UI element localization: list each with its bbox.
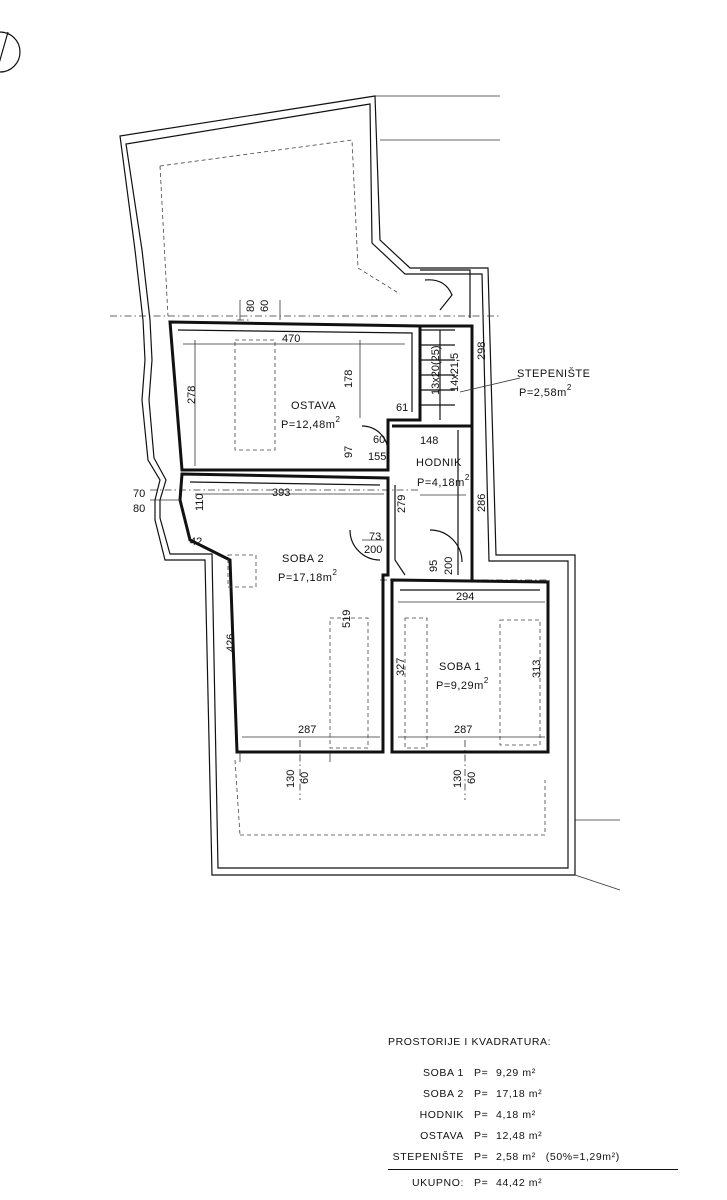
dim-label: 470 [282,333,300,345]
area-legend: PROSTORIJE I KVADRATURA: SOBA 1 P= 9,29 m²… [380,1036,680,1193]
doors [349,425,463,563]
dim-label: 95 [428,560,440,572]
legend-row: SOBA 2 P= 17,18 m² [380,1083,680,1104]
window-marks [150,300,331,762]
legend-row-p: P= [474,1066,489,1079]
room-name-stepeniste: STEPENIŠTE [517,367,590,380]
legend-row-note: (50%=1,29m²) [545,1150,620,1163]
legend-row-name: SOBA 1 [423,1066,464,1079]
dim-label: 278 [186,386,198,404]
legend-total-row: UKUPNO: P= 44,42 m² [380,1172,680,1193]
legend-row: HODNIK P= 4,18 m² [380,1104,680,1125]
dim-label: 393 [272,487,290,499]
interior-walls [168,320,550,754]
room-area-ostava: P=12,48m2 [281,415,340,431]
dim-label: 130 [285,770,297,788]
staircase [420,269,521,420]
dim-label: 200 [443,557,455,575]
room-area-soba2: P=17,18m2 [278,568,337,584]
legend-rows: SOBA 1 P= 9,29 m² SOBA 2 P= 17,18 m² HODNIK P= 4… [380,1062,680,1167]
legend-row-name: SOBA 2 [423,1087,464,1100]
outer-outline [119,95,621,891]
dim-label: 42 [190,536,202,548]
dim-label: 294 [456,591,474,603]
dim-label: 287 [298,724,316,736]
room-name-ostava: OSTAVA [291,400,336,412]
compass-symbol [0,31,21,73]
axis-lines [110,315,550,800]
door-ostava [361,425,389,453]
dim-label: 13x20(25) [430,345,442,395]
legend-total-name: UKUPNO: [411,1176,464,1189]
dim-label: 70 [133,488,145,500]
dim-label: 73 [369,531,381,543]
legend-row-p: P= [474,1150,489,1163]
room-name-soba2: SOBA 2 [282,553,324,565]
dim-label: 279 [396,495,408,513]
legend-row: STEPENIŠTE P= 2,58 m² (50%=1,29m²) [380,1146,680,1167]
dim-label: 287 [454,724,472,736]
legend-row: SOBA 1 P= 9,29 m² [380,1062,680,1083]
legend-row-value: 12,48 m² [496,1129,543,1142]
legend-row-p: P= [474,1108,489,1121]
legend-row-value: 2,58 m² [496,1150,536,1163]
dim-label: 80 [245,300,257,312]
legend-row-value: 17,18 m² [496,1087,543,1100]
dim-label: 60 [373,434,385,446]
dim-label: 155 [368,451,386,463]
legend-total-p: P= [474,1176,489,1189]
dim-label: 14x21,5 [449,353,461,392]
dim-label: 60 [299,772,311,784]
door-soba1 [429,529,463,563]
floor-plan: OSTAVA P=12,48m2 STEPENIŠTE P=2,58m2 HOD… [0,31,621,891]
legend-total-value: 44,42 m² [496,1176,543,1189]
dim-label: 426 [225,634,237,652]
dim-label: 200 [364,544,382,556]
legend-row-name: OSTAVA [420,1129,464,1142]
dim-label: 61 [396,402,408,414]
legend-row-value: 9,29 m² [496,1066,536,1079]
dim-label: 148 [420,435,438,447]
legend-row-p: P= [474,1087,489,1100]
room-name-soba1: SOBA 1 [439,661,481,673]
dimension-lines [183,340,545,738]
dim-label: 110 [194,493,206,511]
legend-row-name: HODNIK [419,1108,464,1121]
dim-label: 130 [452,770,464,788]
legend-row-value: 4,18 m² [496,1108,536,1121]
legend-row-name: STEPENIŠTE [392,1150,464,1163]
legend-title: PROSTORIJE I KVADRATURA: [388,1036,552,1048]
dim-label: 327 [395,658,407,676]
dim-label: 60 [466,772,478,784]
legend-row: OSTAVA P= 12,48 m² [380,1125,680,1146]
room-name-hodnik: HODNIK [416,457,462,469]
door-soba2 [349,529,381,561]
legend-separator [388,1169,678,1170]
room-area-soba1: P=9,29m2 [436,676,489,692]
dim-label: 313 [531,660,543,678]
room-area-stepeniste: P=2,58m2 [519,383,572,399]
dim-label: 298 [476,342,488,360]
dim-label: 519 [341,610,353,628]
dim-label: 286 [476,494,488,512]
dim-label: 97 [343,446,355,458]
legend-row-p: P= [474,1129,489,1142]
built-in-furniture [227,339,541,749]
dim-label: 80 [133,503,145,515]
dim-label: 60 [259,300,271,312]
dim-label: 178 [343,370,355,388]
room-area-hodnik: P=4,18m2 [417,473,470,489]
